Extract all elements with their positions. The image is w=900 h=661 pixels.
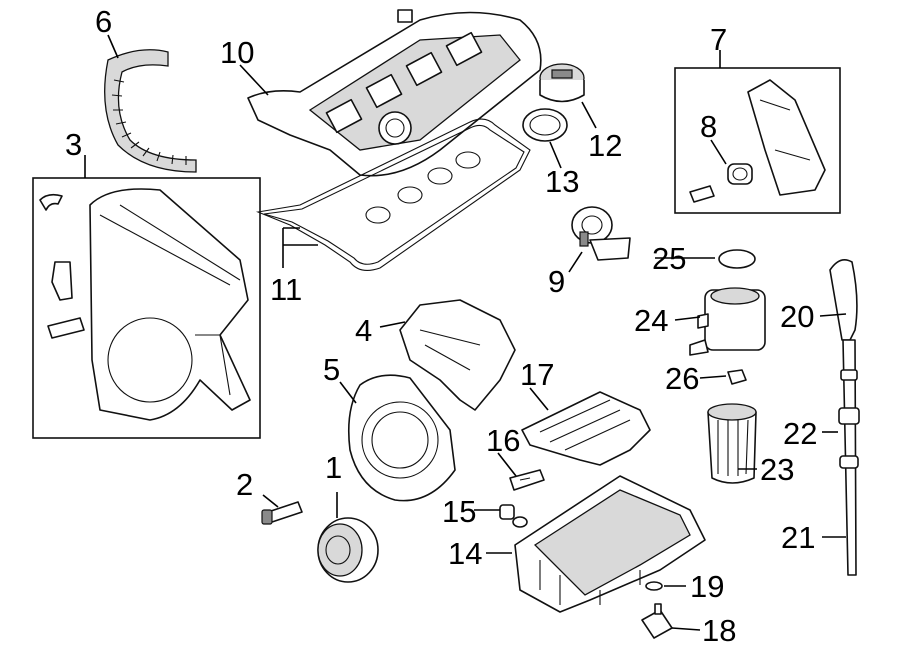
callout-15: 15 xyxy=(442,494,476,529)
valve-cover xyxy=(247,9,542,177)
mount-bracket-group xyxy=(674,67,841,214)
bushing xyxy=(727,163,753,185)
cover-clip xyxy=(39,193,63,211)
callout-9: 9 xyxy=(548,264,565,299)
backing-plate xyxy=(347,374,456,502)
mount-bracket xyxy=(747,79,826,196)
callout-2: 2 xyxy=(236,467,253,502)
oil-pan xyxy=(514,475,706,613)
callout-6: 6 xyxy=(95,4,112,39)
rear-timing-cover xyxy=(399,299,516,411)
callout-24: 24 xyxy=(634,303,668,338)
callout-23: 23 xyxy=(760,452,794,487)
cooler-nut xyxy=(727,369,747,385)
callout-11: 11 xyxy=(270,272,302,307)
timing-cover xyxy=(89,188,251,421)
oil-level-sensor xyxy=(641,603,673,639)
timing-cover-group xyxy=(32,177,261,439)
callout-18: 18 xyxy=(702,613,736,648)
callout-26: 26 xyxy=(665,361,699,396)
callout-13: 13 xyxy=(545,164,579,199)
sealant-tube xyxy=(509,469,545,491)
callout-16: 16 xyxy=(486,423,520,458)
o-ring xyxy=(718,249,756,269)
callout-12: 12 xyxy=(588,128,622,163)
callout-17: 17 xyxy=(520,357,554,392)
callout-20: 20 xyxy=(780,299,814,334)
oil-baffle xyxy=(521,391,651,466)
callout-3: 3 xyxy=(65,127,82,162)
callout-7: 7 xyxy=(710,22,727,57)
callout-14: 14 xyxy=(448,536,482,571)
cover-bracket xyxy=(51,261,73,301)
crankshaft-pulley xyxy=(317,517,379,583)
leader-lines xyxy=(84,34,847,631)
timing-belt xyxy=(104,49,197,173)
oil-filler-seal xyxy=(522,108,568,142)
crank-bolt xyxy=(261,501,303,525)
callout-numbers: 1 2 3 4 5 6 7 8 9 10 11 12 13 14 15 16 1… xyxy=(65,4,817,648)
callout-10: 10 xyxy=(220,35,254,70)
valve-cover-gasket xyxy=(255,118,531,271)
callout-box-3 xyxy=(32,177,261,439)
bracket-bolt xyxy=(689,185,715,203)
drain-washer xyxy=(645,581,663,591)
callout-22: 22 xyxy=(783,416,817,451)
oil-filler-cap xyxy=(539,63,585,103)
dipstick xyxy=(829,259,860,576)
callout-1: 1 xyxy=(325,450,342,485)
callout-box-7 xyxy=(674,67,841,214)
oil-filter xyxy=(707,403,757,484)
callout-25: 25 xyxy=(652,241,686,276)
drain-plug xyxy=(499,504,528,528)
callout-8: 8 xyxy=(700,109,717,144)
cover-bolt xyxy=(47,317,85,339)
callout-5: 5 xyxy=(323,352,340,387)
callout-21: 21 xyxy=(781,520,815,555)
callout-4: 4 xyxy=(355,313,372,348)
callout-19: 19 xyxy=(690,569,724,604)
belt-tensioner xyxy=(571,206,631,261)
oil-cooler xyxy=(689,287,766,356)
